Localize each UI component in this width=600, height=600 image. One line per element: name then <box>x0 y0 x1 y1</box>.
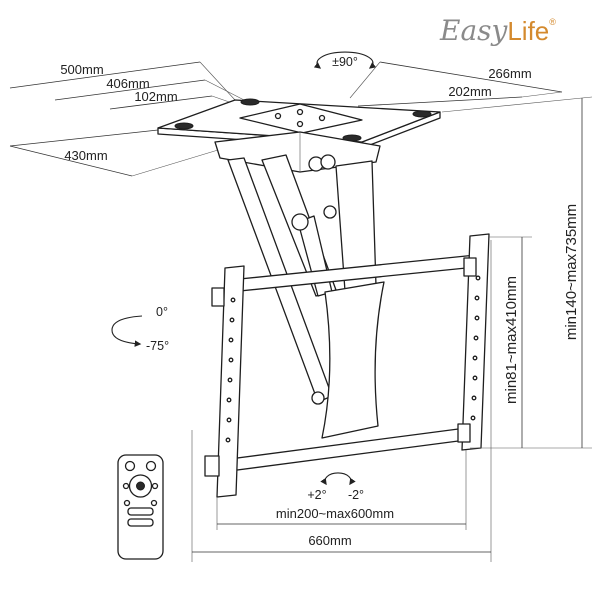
rail-hole <box>229 317 235 323</box>
rail-hole <box>225 437 231 443</box>
dim-label-vertical-range: min81~max410mm <box>503 276 520 404</box>
dim-label-660: 660mm <box>308 533 351 548</box>
remote-body <box>117 454 164 560</box>
right-top-clamp <box>463 257 477 277</box>
dim-label-430: 430mm <box>64 148 107 163</box>
dim-line-266 <box>379 61 563 93</box>
rail-hole <box>227 377 233 383</box>
brand-logo: EasyLife® <box>439 14 556 47</box>
arm-linkage <box>227 154 377 405</box>
ceiling-plate <box>157 98 441 149</box>
tilt-start-label: 0° <box>156 305 168 319</box>
dim-label-500: 500mm <box>60 62 103 77</box>
rail-hole <box>226 417 232 423</box>
tilt-end-label: -75° <box>146 339 169 353</box>
rotation-angle-label: ±90° <box>332 55 358 69</box>
dim-line-500 <box>9 61 201 89</box>
rail-hole <box>474 315 480 321</box>
ext-line-height-top <box>441 96 593 113</box>
pivot-joint <box>323 205 337 219</box>
plate-dimensions-left: 500mm 406mm 102mm 430mm <box>9 61 259 177</box>
rail-hole <box>472 355 478 361</box>
remote-button <box>123 499 131 507</box>
ext-line-266 <box>349 61 381 99</box>
dim-line-430-bottom <box>9 145 133 177</box>
vertical-dimensions: min140~max735mm min81~max410mm <box>441 96 593 449</box>
plate-slot <box>174 122 194 130</box>
pivot-joint <box>320 154 336 170</box>
plate-hole <box>296 120 304 128</box>
tilt-arrow-icon <box>111 315 143 347</box>
dim-label-102: 102mm <box>134 89 177 104</box>
dim-label-horizontal-range: min200~max600mm <box>276 506 394 521</box>
right-rail-holes <box>470 275 481 421</box>
ext-line-202 <box>521 91 563 98</box>
left-bottom-clamp <box>204 455 220 477</box>
dim-line-202 <box>357 96 523 107</box>
brand-logo-registered: ® <box>549 17 556 27</box>
dim-line-430-top <box>9 129 159 147</box>
right-bottom-clamp <box>457 423 471 443</box>
pivot-joint <box>311 391 325 405</box>
remote-button <box>145 460 157 472</box>
rail-hole <box>475 275 481 281</box>
plate-hole <box>274 112 282 120</box>
dim-label-202: 202mm <box>448 84 491 99</box>
left-rail-holes <box>225 297 236 443</box>
rail-hole <box>228 337 234 343</box>
brand-logo-easy: Easy <box>439 14 509 47</box>
rail-hole <box>474 295 480 301</box>
motor-housing <box>214 131 381 173</box>
dim-line-102 <box>109 95 213 110</box>
rotate-arrow-icon <box>313 51 377 69</box>
rail-hole <box>472 375 478 381</box>
dim-label-266: 266mm <box>488 66 531 81</box>
rail-hole <box>230 297 236 303</box>
ext-line-500 <box>199 61 236 101</box>
plate-slot <box>412 110 432 118</box>
swivel-minus-label: -2° <box>348 488 364 502</box>
dim-line-406 <box>54 79 206 101</box>
horizontal-dimensions: min200~max600mm 660mm <box>191 240 492 562</box>
brand-logo-life: Life <box>507 16 549 46</box>
remote-button <box>127 507 154 516</box>
plate-hole <box>296 108 304 116</box>
tv-bracket <box>204 233 490 498</box>
ext-line-430 <box>131 149 219 177</box>
rail-hole <box>473 335 479 341</box>
swivel-plus-label: +2° <box>307 488 326 502</box>
remote-button <box>150 499 158 507</box>
plate-hole <box>318 114 326 122</box>
plate-dimensions-right: 266mm 202mm <box>349 61 563 107</box>
remote-button <box>122 482 130 490</box>
center-spine <box>321 281 385 439</box>
remote-button <box>151 482 159 490</box>
left-top-clamp <box>211 287 225 307</box>
remote-control-icon <box>117 454 164 560</box>
plate-slot <box>240 98 260 106</box>
swivel-arrow-icon <box>320 472 356 486</box>
rail-hole <box>228 357 234 363</box>
pivot-joint <box>291 213 309 231</box>
ext-line-406 <box>204 79 249 103</box>
remote-button <box>127 518 154 527</box>
rail-hole <box>226 397 232 403</box>
dim-label-406: 406mm <box>106 76 149 91</box>
rail-hole <box>470 415 476 421</box>
rail-hole <box>471 395 477 401</box>
bottom-crossbar <box>221 427 467 473</box>
dim-label-height-range: min140~max735mm <box>563 204 580 340</box>
remote-dpad-center <box>136 481 145 491</box>
remote-button <box>124 460 136 472</box>
plate-center-panel <box>239 103 363 134</box>
